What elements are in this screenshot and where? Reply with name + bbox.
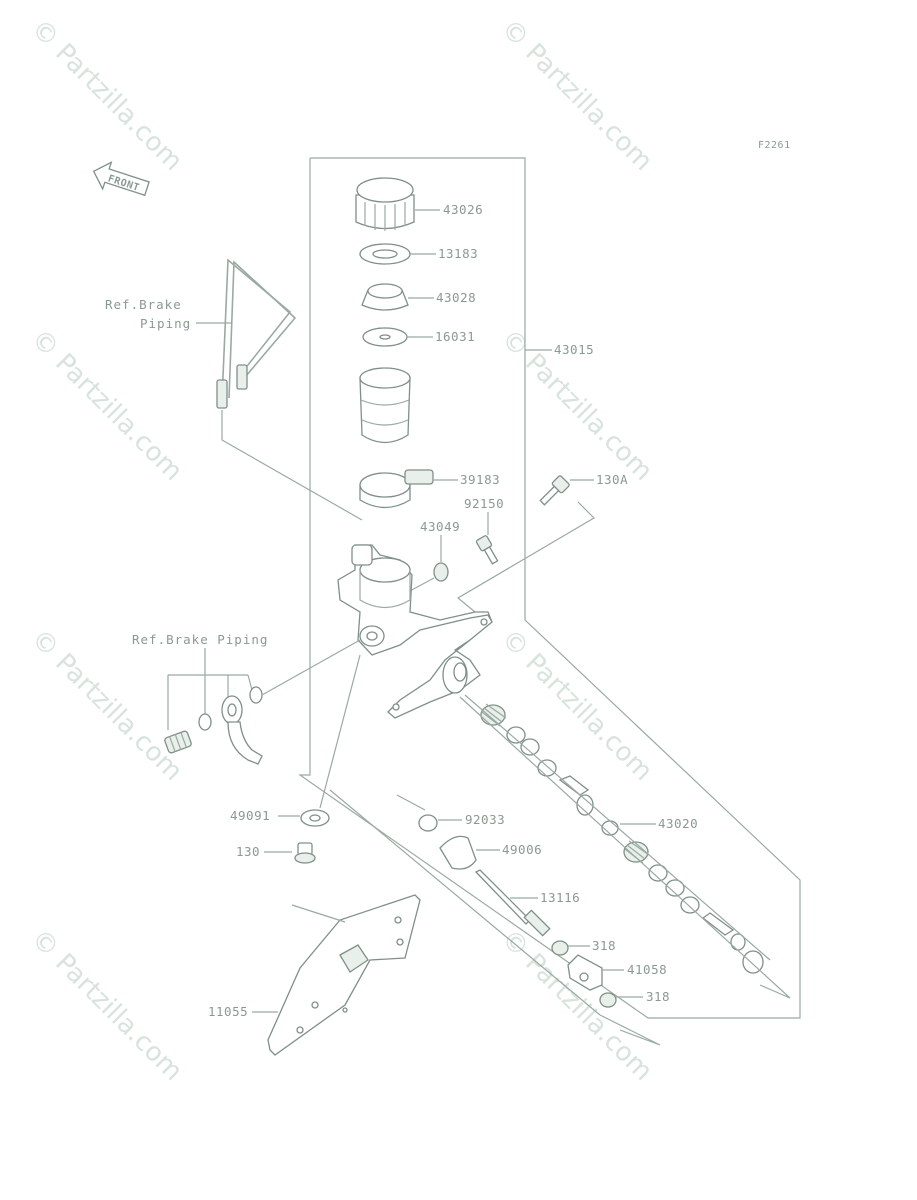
- float-disc: [362, 327, 408, 347]
- brake-piping-upper: [196, 258, 363, 521]
- push-rod: [474, 869, 551, 937]
- nut-318: [599, 992, 617, 1008]
- assembly-outline: [298, 157, 801, 1019]
- part-number-label: 41058: [627, 962, 667, 977]
- master-cylinder-body: [337, 544, 493, 719]
- part-number-label: 130: [236, 844, 260, 859]
- nut-318: [551, 940, 569, 956]
- part-number-label: 318: [646, 989, 670, 1004]
- part-number-label: 92033: [465, 812, 505, 827]
- bleeder-cap: [433, 562, 449, 582]
- ref-brake-piping-label: Piping: [140, 316, 191, 331]
- front-arrow-icon: FRONT: [92, 161, 150, 197]
- reservoir: [359, 367, 411, 444]
- ref-brake-piping-label: Ref.Brake Piping: [132, 632, 268, 647]
- dust-boot: [439, 835, 477, 870]
- ref-brake-piping-label: Ref.Brake: [105, 297, 182, 312]
- watermark: © Partzilla.com: [25, 324, 188, 487]
- clevis: [567, 954, 603, 991]
- watermark: © Partzilla.com: [25, 14, 188, 177]
- snap-ring: [418, 814, 438, 832]
- part-number-label: 318: [592, 938, 616, 953]
- part-number-label: 43028: [436, 290, 476, 305]
- watermark: © Partzilla.com: [495, 14, 658, 177]
- part-number-label: 39183: [460, 472, 500, 487]
- diaphragm-plate: [359, 243, 411, 265]
- mounting-bracket: [267, 894, 421, 1056]
- bleeder-valve: [475, 535, 499, 565]
- part-number-label: 92150: [464, 496, 504, 511]
- part-number-label: 130A: [596, 472, 628, 487]
- watermark: © Partzilla.com: [25, 624, 188, 787]
- bolt-130a: [539, 475, 570, 506]
- watermark: © Partzilla.com: [495, 624, 658, 787]
- watermark: © Partzilla.com: [25, 924, 188, 1087]
- diaphragm: [361, 283, 409, 311]
- part-number-label: 49006: [502, 842, 542, 857]
- part-number-label: 49091: [230, 808, 270, 823]
- part-number-label: 13183: [438, 246, 478, 261]
- reservoir-cap: [355, 177, 415, 231]
- diagram-code: F2261: [758, 140, 791, 151]
- part-number-label: 13116: [540, 890, 580, 905]
- brake-piping-lower: [164, 648, 263, 765]
- part-number-label: 43049: [420, 519, 460, 534]
- bolt-130: [294, 842, 316, 864]
- part-number-label: 43026: [443, 202, 483, 217]
- part-number-label: 43015: [554, 342, 594, 357]
- part-number-label: 16031: [435, 329, 475, 344]
- part-number-label: 11055: [208, 1004, 248, 1019]
- part-number-label: 43020: [658, 816, 698, 831]
- hose-clamp: [359, 469, 434, 509]
